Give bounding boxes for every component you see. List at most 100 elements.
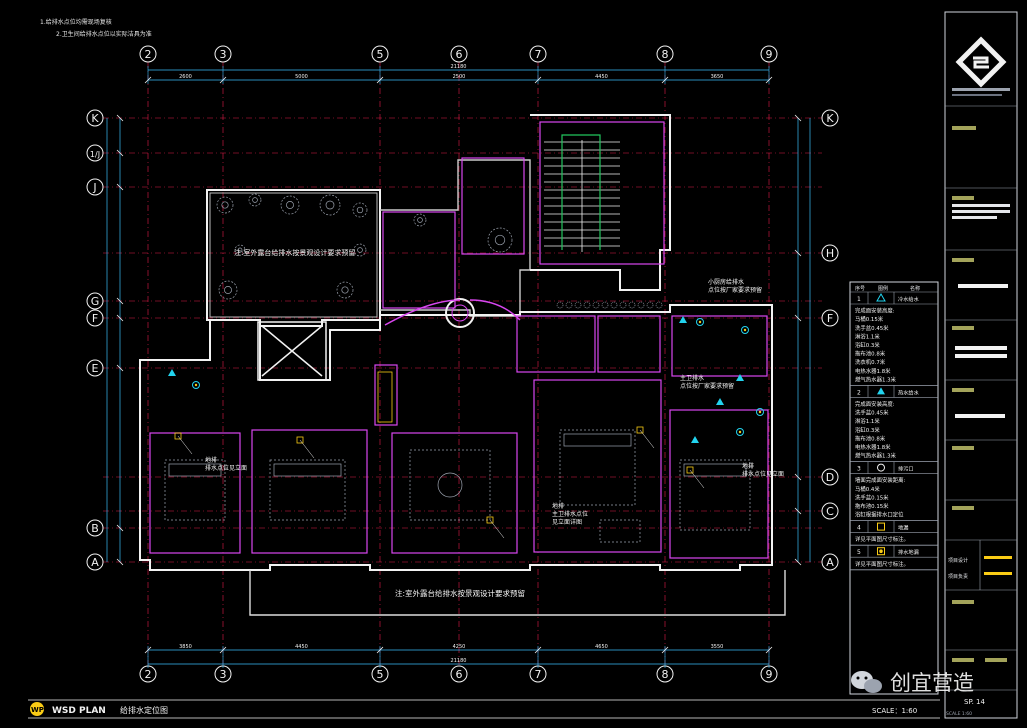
legend-item-name-4: 排水地漏 <box>898 548 919 556</box>
legend-header-symbol: 图例 <box>878 285 888 292</box>
hot-water-point-2 <box>741 326 749 334</box>
grid-bubble-left-B: B <box>86 519 104 537</box>
hot-water-point-4 <box>736 428 744 436</box>
bottom-dim-0: 3850 <box>179 644 192 650</box>
grid-bubble-right-K: K <box>821 109 839 127</box>
top-dim-4: 3650 <box>711 74 724 80</box>
grid-bubble-bottom-3: 3 <box>214 665 232 683</box>
svg-text:9: 9 <box>766 48 773 61</box>
legend-header-name: 名称 <box>910 285 920 292</box>
legend-item-desc-2-4: 浴缸根据排水口定位 <box>855 511 904 519</box>
svg-text:G: G <box>91 295 100 308</box>
watermark: 创宜营造 <box>851 671 974 695</box>
wechat-icon <box>851 671 882 693</box>
legend-item-desc-3-0: 详见平面图尺寸标注。 <box>855 535 909 543</box>
svg-text:7: 7 <box>535 668 542 681</box>
watermark-text: 创宜营造 <box>890 671 974 695</box>
svg-text:K: K <box>91 112 99 125</box>
legend-item-name-0: 冷水给水 <box>898 295 920 303</box>
footer-title-en: WSD PLAN <box>52 706 106 716</box>
legend-item-no-4: 5 <box>857 549 861 556</box>
stair-direction-arrow <box>561 134 601 250</box>
bottom-dim-1: 4450 <box>295 644 308 650</box>
floor-drain-symbol-icon <box>877 522 885 531</box>
grid-bubble-top-5: 5 <box>371 45 389 63</box>
grid-bubble-left-F: F <box>86 309 104 327</box>
grid-bubble-top-2: 2 <box>139 45 157 63</box>
grid-bubble-bottom-6: 6 <box>450 665 468 683</box>
grid-bubble-left-1J: 1/J <box>86 144 104 162</box>
grid-bubble-bottom-7: 7 <box>529 665 547 683</box>
note-line-1: 1.给排水点位均需现场复核 <box>40 18 112 26</box>
water-points <box>168 316 764 539</box>
annotation-bath-room: 主卫排水点位按厂家要求预留 <box>680 374 734 390</box>
legend-item-desc-1-1: 洗手盆0.45米 <box>855 409 889 417</box>
grid-bubble-bottom-9: 9 <box>760 665 778 683</box>
legend-item-name-2: 排污口 <box>898 465 914 473</box>
company-logo <box>955 36 1007 88</box>
staircase <box>544 140 620 252</box>
legend-item-desc-2-3: 拖布池0.15米 <box>855 502 889 510</box>
legend-header-no: 序号 <box>855 285 865 292</box>
legend-item-desc-1-0: 完成面安装高度: <box>855 400 895 408</box>
svg-text:A: A <box>91 556 99 569</box>
legend-item-desc-0-3: 淋浴1.1米 <box>855 332 880 340</box>
svg-text:3: 3 <box>220 668 227 681</box>
svg-text:B: B <box>91 522 99 535</box>
annotation-floor-drain-1: 地排排水点位见立面 <box>205 456 247 472</box>
hot-water-symbol-icon <box>877 387 885 395</box>
grid-bubble-left-J: J <box>86 178 104 196</box>
grid-bubble-right-F: F <box>821 309 839 327</box>
svg-text:J: J <box>92 181 96 194</box>
legend-item-no-3: 4 <box>857 525 861 532</box>
cold-water-point-1 <box>679 316 687 323</box>
svg-text:2: 2 <box>145 668 152 681</box>
drawing-footer: WP WSD PLAN 给排水定位图 SCALE：1:60 <box>28 699 940 719</box>
grid-bubble-right-D: D <box>821 468 839 486</box>
footer-scale: SCALE：1:60 <box>872 707 917 715</box>
floor-drain-3 <box>686 466 705 489</box>
elevator-shaft <box>257 321 327 381</box>
grid-bubble-right-C: C <box>821 502 839 520</box>
floor-drain-0 <box>174 432 193 455</box>
grid-bubble-top-8: 8 <box>656 45 674 63</box>
bottom-dim-4: 3550 <box>711 644 724 650</box>
legend-item-desc-1-6: 燃气热水器1.3米 <box>855 452 897 460</box>
legend-item-desc-0-8: 燃气热水器1.3米 <box>855 375 897 383</box>
floor-drain-1 <box>296 436 315 459</box>
grid-bubble-top-9: 9 <box>760 45 778 63</box>
hot-water-point-3 <box>756 408 764 416</box>
legend-item-desc-1-5: 电热水器1.8米 <box>855 443 891 451</box>
footer-title-cn: 给排水定位图 <box>120 705 168 715</box>
grid-bubble-top-6: 6 <box>450 45 468 63</box>
reviewer-label: 项目负责 <box>948 573 968 580</box>
annotation-floor-drain-3: 地排排水点位见立面 <box>742 462 784 478</box>
svg-text:1/J: 1/J <box>90 150 100 159</box>
grid-bubble-left-K: K <box>86 109 104 127</box>
legend-item-desc-0-0: 完成面安装高度: <box>855 307 895 315</box>
grid-bubble-right-H: H <box>821 244 839 262</box>
title-block-scale: SCALE 1:60 <box>946 711 972 717</box>
bottom-dim-2: 4250 <box>453 644 466 650</box>
svg-text:F: F <box>827 312 833 325</box>
footer-badge-icon <box>30 702 44 716</box>
hot-water-point-1 <box>696 318 704 326</box>
floor-drain-4 <box>636 426 655 449</box>
floor-drain-2 <box>486 516 505 539</box>
grid-bubble-top-7: 7 <box>529 45 547 63</box>
legend-item-desc-0-5: 拖布池0.8米 <box>855 350 886 358</box>
legend-item-desc-1-3: 浴缸0.3米 <box>855 426 880 434</box>
grid-bubble-bottom-5: 5 <box>371 665 389 683</box>
svg-text:E: E <box>92 362 99 375</box>
legend-item-no-0: 1 <box>857 296 861 303</box>
svg-text:A: A <box>826 556 834 569</box>
legend-item-name-1: 热水给水 <box>898 388 920 396</box>
legend-item-desc-2-0: 墙面完成面安装距离: <box>855 476 906 484</box>
grid-bubble-bottom-8: 8 <box>656 665 674 683</box>
top-dim-total: 21180 <box>451 64 467 70</box>
top-dim-2: 2500 <box>453 74 466 80</box>
legend-item-no-2: 3 <box>857 466 861 473</box>
cold-water-point-0 <box>168 369 176 376</box>
note-line-2: 2.卫生间给排水点位以实际洁具为准 <box>56 30 152 38</box>
